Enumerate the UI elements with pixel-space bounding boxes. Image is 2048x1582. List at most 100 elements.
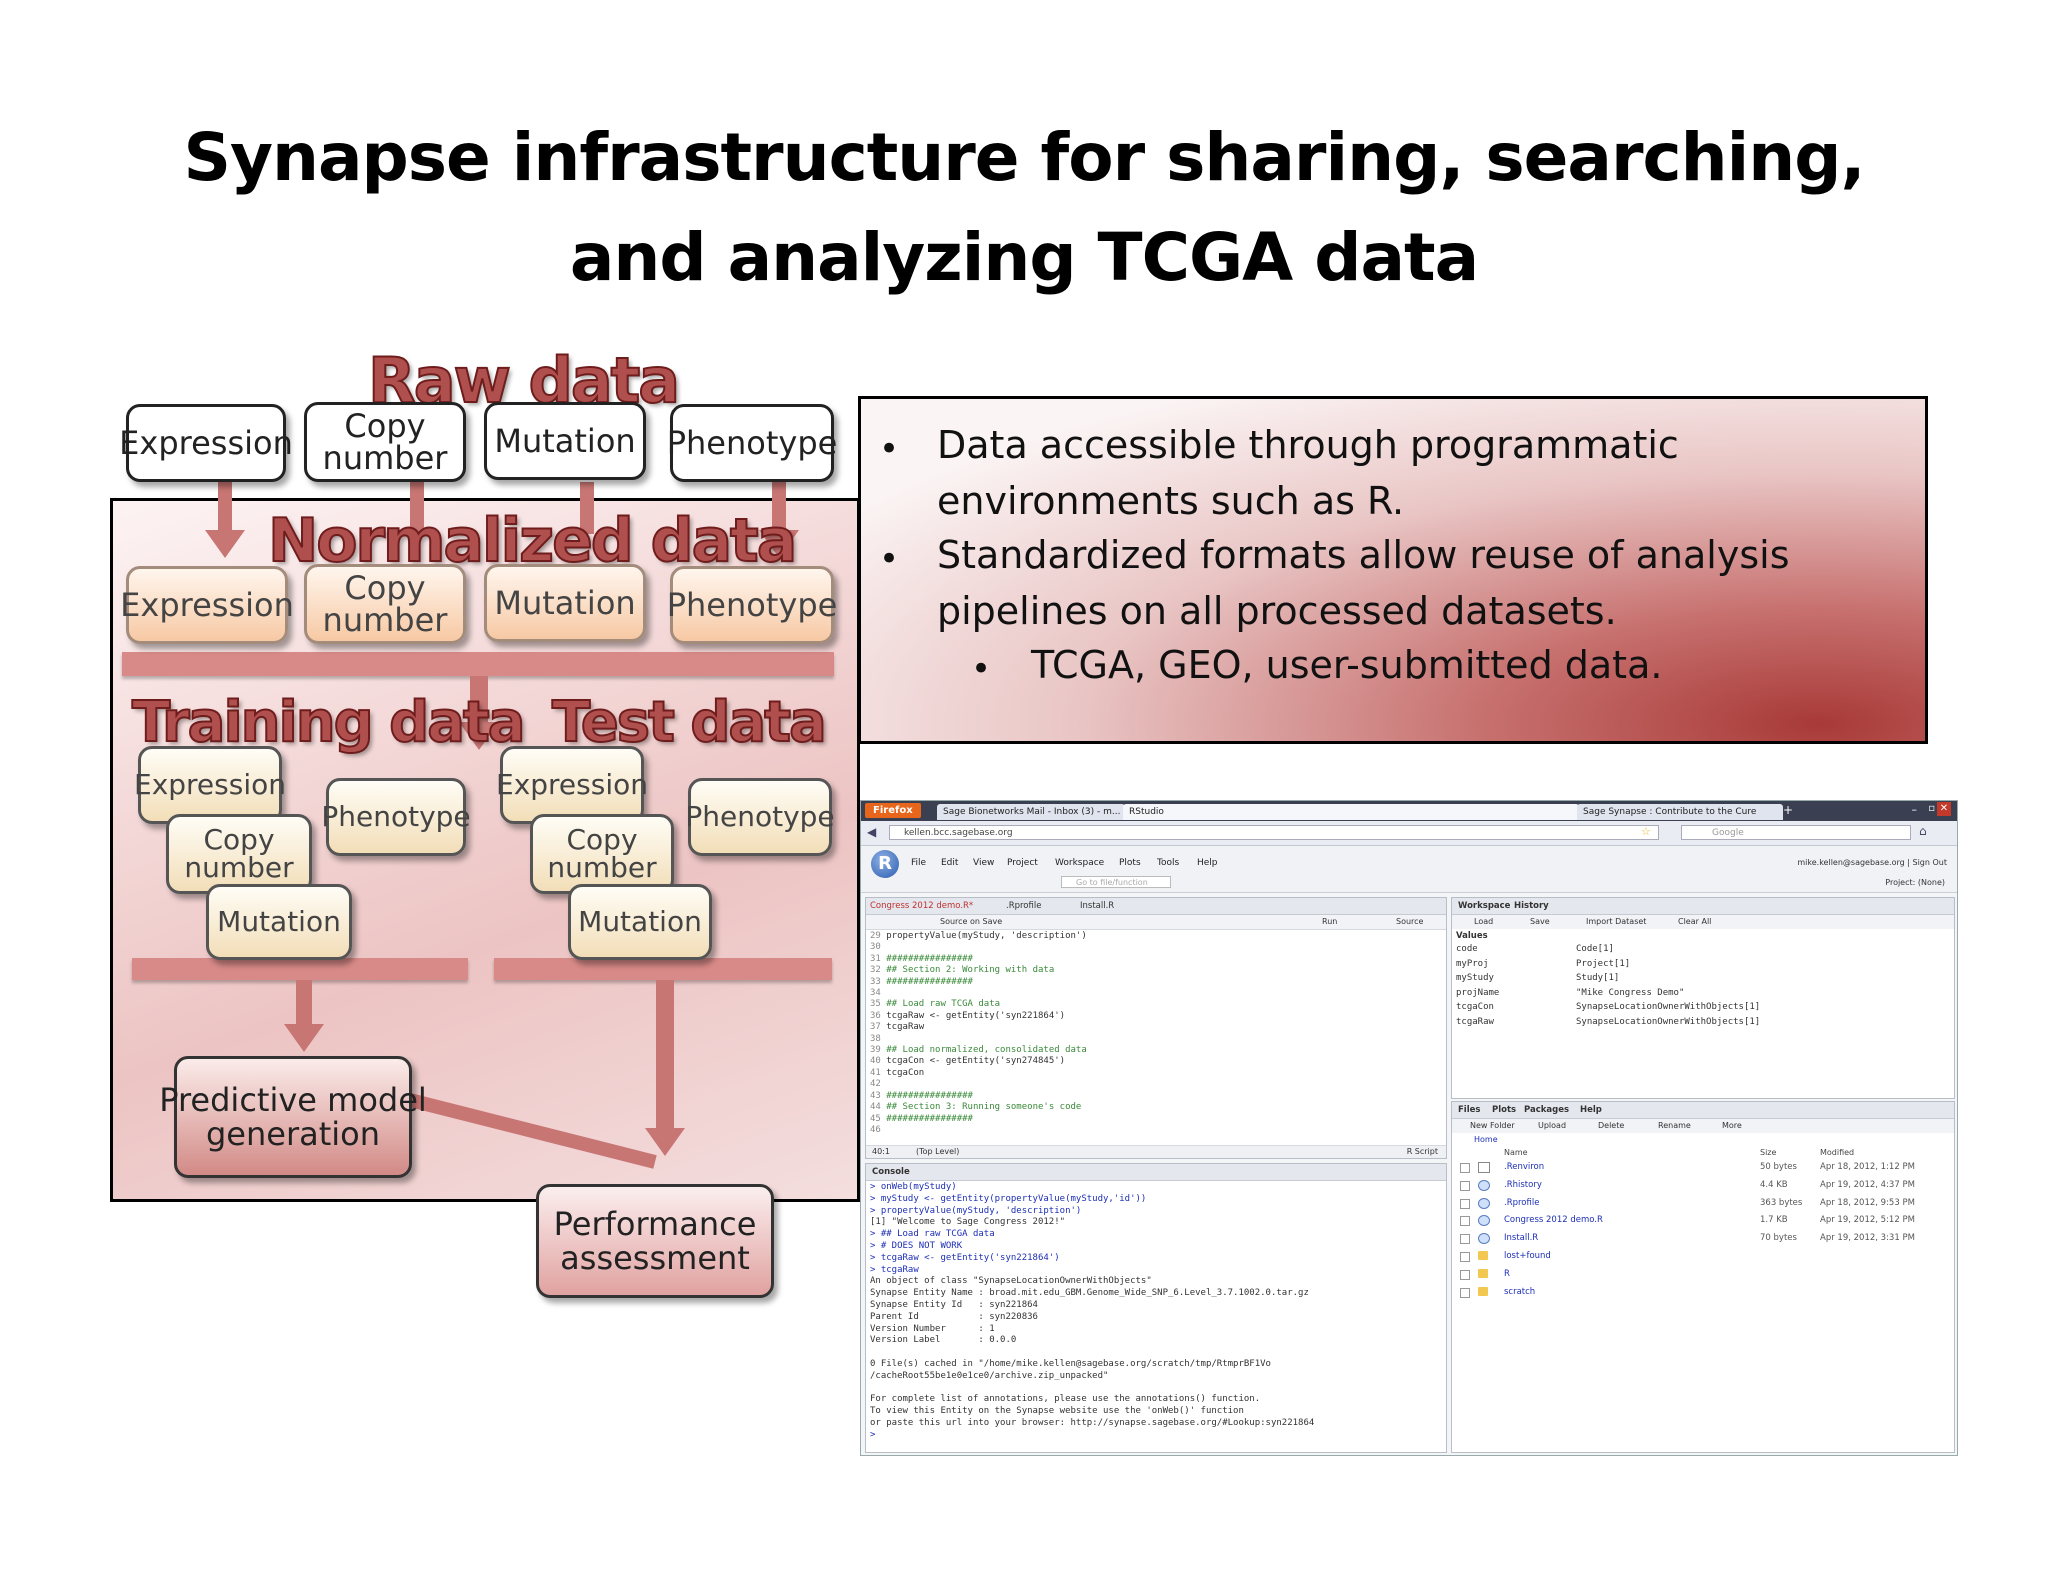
- browser-tab-rstudio[interactable]: RStudio: [1123, 804, 1579, 820]
- menu-edit[interactable]: Edit: [941, 858, 959, 868]
- editor-line[interactable]: 45 ################: [870, 1114, 1087, 1125]
- editor-line[interactable]: 35 ## Load raw TCGA data: [870, 999, 1087, 1010]
- file-checkbox[interactable]: [1460, 1269, 1470, 1280]
- browser-tab-synapse[interactable]: Sage Synapse : Contribute to the Cure: [1577, 804, 1783, 820]
- file-checkbox[interactable]: [1460, 1216, 1470, 1227]
- user-signout[interactable]: mike.kellen@sagebase.org | Sign Out: [1797, 858, 1947, 867]
- more-button[interactable]: More: [1722, 1121, 1742, 1130]
- minimize-icon[interactable]: –: [1911, 803, 1918, 816]
- col-name[interactable]: Name: [1504, 1148, 1528, 1157]
- file-checkbox[interactable]: [1460, 1198, 1470, 1209]
- file-checkbox[interactable]: [1460, 1287, 1470, 1298]
- maximize-icon[interactable]: ▫: [1928, 803, 1935, 814]
- editor-line[interactable]: 44 ## Section 3: Running someone's code: [870, 1102, 1087, 1113]
- tab-workspace[interactable]: Workspace: [1458, 901, 1511, 911]
- file-checkbox[interactable]: [1460, 1234, 1470, 1245]
- file-name[interactable]: Congress 2012 demo.R: [1504, 1215, 1603, 1226]
- editor-line[interactable]: 32 ## Section 2: Working with data: [870, 965, 1087, 976]
- editor-tab-install[interactable]: Install.R: [1080, 901, 1115, 911]
- menu-project[interactable]: Project: [1007, 858, 1038, 868]
- file-name[interactable]: lost+found: [1504, 1251, 1551, 1261]
- menu-view[interactable]: View: [973, 858, 995, 868]
- file-row[interactable]: R: [1460, 1268, 1940, 1281]
- editor-tab-rprofile[interactable]: .Rprofile: [1006, 901, 1042, 911]
- source-on-save-checkbox[interactable]: Source on Save: [940, 917, 1003, 926]
- new-folder-button[interactable]: New Folder: [1470, 1121, 1515, 1130]
- address-field[interactable]: kellen.bcc.sagebase.org: [889, 825, 1659, 840]
- editor-line[interactable]: 36 tcgaRaw <- getEntity('syn221864'): [870, 1011, 1087, 1022]
- file-checkbox[interactable]: [1460, 1252, 1470, 1262]
- rename-button[interactable]: Rename: [1658, 1121, 1691, 1130]
- file-name[interactable]: scratch: [1504, 1286, 1536, 1297]
- editor-tab-congress[interactable]: Congress 2012 demo.R*: [870, 901, 974, 911]
- load-button[interactable]: Load: [1474, 917, 1494, 926]
- editor-line[interactable]: 30: [870, 942, 1087, 953]
- editor-line[interactable]: 31 ################: [870, 954, 1087, 965]
- col-size[interactable]: Size: [1760, 1148, 1777, 1157]
- editor-line[interactable]: 42: [870, 1079, 1087, 1090]
- source-button[interactable]: Source: [1396, 917, 1424, 926]
- browser-tab-mail[interactable]: Sage Bionetworks Mail - Inbox (3) - m...: [937, 804, 1125, 820]
- file-name[interactable]: .Renviron: [1504, 1162, 1545, 1172]
- editor-line[interactable]: 33 ################: [870, 977, 1087, 988]
- file-name[interactable]: .Rhistory: [1504, 1179, 1542, 1190]
- bookmark-star-icon[interactable]: ☆: [1641, 825, 1651, 838]
- back-icon[interactable]: ◀: [867, 825, 877, 839]
- menu-tools[interactable]: Tools: [1157, 858, 1180, 868]
- file-type[interactable]: R Script: [1406, 1147, 1438, 1156]
- tab-plots[interactable]: Plots: [1492, 1105, 1517, 1115]
- run-button[interactable]: Run: [1322, 917, 1338, 926]
- editor-line[interactable]: 37 tcgaRaw: [870, 1022, 1087, 1033]
- new-tab-icon[interactable]: +: [1783, 803, 1794, 817]
- editor-line[interactable]: 29 propertyValue(myStudy, 'description'): [870, 931, 1087, 942]
- close-window-icon[interactable]: ✕: [1937, 802, 1951, 816]
- editor-line[interactable]: 43 ################: [870, 1091, 1087, 1102]
- file-checkbox[interactable]: [1460, 1163, 1470, 1173]
- save-button[interactable]: Save: [1530, 917, 1550, 926]
- menu-file[interactable]: File: [911, 858, 927, 868]
- tab-files[interactable]: Files: [1458, 1105, 1481, 1115]
- menu-plots[interactable]: Plots: [1119, 858, 1141, 868]
- editor-line[interactable]: 39 ## Load normalized, consolidated data: [870, 1045, 1087, 1056]
- menu-help[interactable]: Help: [1197, 858, 1218, 868]
- editor-line[interactable]: 40 tcgaCon <- getEntity('syn274845'): [870, 1056, 1087, 1067]
- clear-all-button[interactable]: Clear All: [1678, 917, 1712, 926]
- file-checkbox[interactable]: [1460, 1180, 1470, 1191]
- console-output[interactable]: > onWeb(myStudy)> myStudy <- getEntity(p…: [870, 1182, 1314, 1442]
- editor-line[interactable]: 38: [870, 1034, 1087, 1045]
- google-search-field[interactable]: Google: [1681, 825, 1911, 840]
- project-menu[interactable]: Project: (None): [1885, 878, 1945, 887]
- file-name[interactable]: .Rprofile: [1504, 1197, 1540, 1208]
- menu-workspace[interactable]: Workspace: [1055, 858, 1105, 868]
- file-row[interactable]: scratch: [1460, 1286, 1940, 1299]
- tab-help[interactable]: Help: [1580, 1105, 1602, 1115]
- editor-code[interactable]: 29 propertyValue(myStudy, 'description')…: [870, 931, 1087, 1136]
- editor-line[interactable]: 34: [870, 988, 1087, 999]
- goto-file-field[interactable]: Go to file/function: [1061, 876, 1171, 888]
- upload-button[interactable]: Upload: [1538, 1121, 1567, 1130]
- file-row[interactable]: lost+found: [1460, 1251, 1940, 1263]
- home-breadcrumb[interactable]: Home: [1474, 1135, 1498, 1144]
- col-modified[interactable]: Modified: [1820, 1148, 1855, 1157]
- editor-line[interactable]: 46: [870, 1125, 1087, 1136]
- import-dataset-button[interactable]: Import Dataset: [1586, 917, 1647, 926]
- home-icon[interactable]: ⌂: [1919, 824, 1927, 838]
- workspace-row[interactable]: projName"Mike Congress Demo": [1456, 988, 1684, 998]
- tab-history[interactable]: History: [1514, 901, 1549, 911]
- file-name[interactable]: R: [1504, 1268, 1510, 1279]
- scope-indicator[interactable]: (Top Level): [916, 1147, 960, 1156]
- firefox-menu-button[interactable]: Firefox: [865, 803, 921, 818]
- file-name[interactable]: Install.R: [1504, 1233, 1539, 1244]
- delete-button[interactable]: Delete: [1598, 1121, 1625, 1130]
- editor-line[interactable]: 41 tcgaCon: [870, 1068, 1087, 1079]
